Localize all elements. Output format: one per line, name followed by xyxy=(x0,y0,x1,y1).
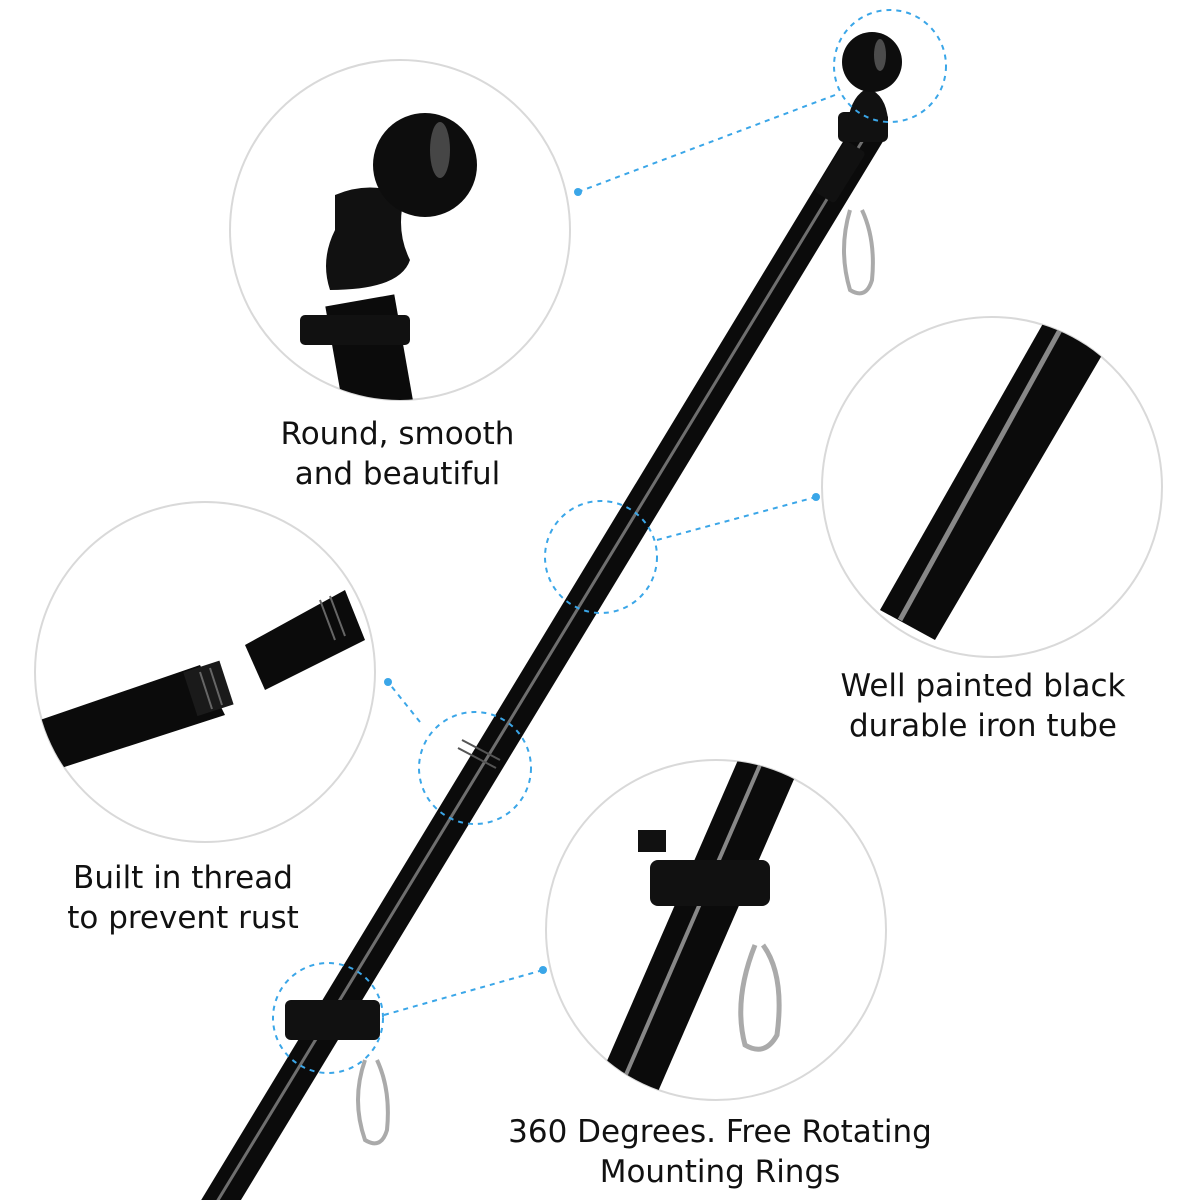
caption-line: Well painted black xyxy=(840,668,1126,704)
detail-finial xyxy=(229,59,571,401)
caption-line: and beautiful xyxy=(294,456,501,492)
caption-line: to prevent rust xyxy=(67,900,299,936)
detail-rings xyxy=(545,759,887,1101)
caption-tube: Well painted black durable iron tube xyxy=(800,666,1166,746)
caption-rings: 360 Degrees. Free Rotating Mounting Ring… xyxy=(470,1112,970,1192)
caption-line: Round, smooth xyxy=(280,416,515,452)
detail-tube xyxy=(821,316,1163,658)
caption-line: 360 Degrees. Free Rotating xyxy=(508,1114,932,1150)
caption-line: Mounting Rings xyxy=(599,1154,841,1190)
detail-thread xyxy=(34,501,376,843)
caption-thread: Built in thread to prevent rust xyxy=(20,858,346,938)
focus-circles xyxy=(272,9,947,1074)
caption-line: Built in thread xyxy=(73,860,293,896)
flag-pole xyxy=(201,32,902,1200)
caption-line: durable iron tube xyxy=(849,708,1117,744)
caption-finial: Round, smooth and beautiful xyxy=(225,414,570,494)
